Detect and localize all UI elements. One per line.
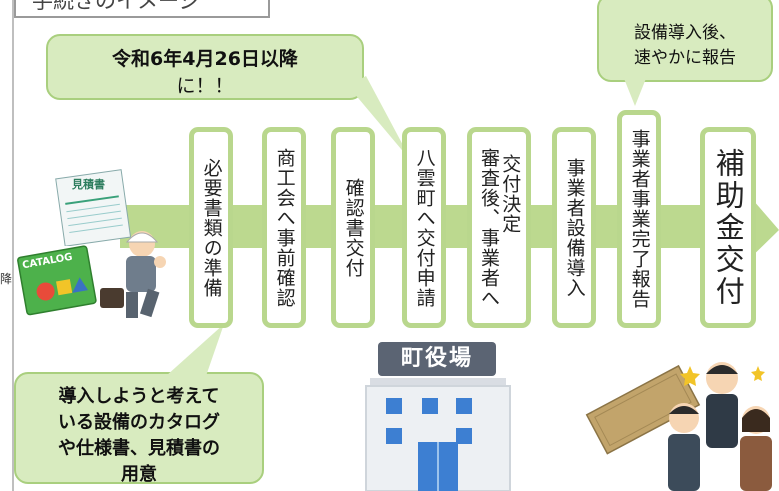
estimate-document-illustration (55, 169, 132, 246)
step-label: 商工会へ事前確認 (273, 147, 296, 308)
date-callout-line-2: に！！ (176, 75, 234, 97)
prepare-callout-line-1: 導入しようと考えて (58, 386, 220, 407)
prepare-callout-line-3: や仕様書、見積書の (58, 438, 220, 459)
step-label: 必要書類の準備 (200, 157, 223, 298)
step-label: 確認書交付 (342, 177, 365, 278)
businessman-illustration (100, 231, 166, 318)
step-subsidy-payment: 補助金交付 (700, 127, 756, 328)
step-label-col-2: 交付決定 (499, 154, 522, 234)
date-callout-tail (348, 76, 412, 162)
side-text: 降 (0, 272, 13, 286)
prepare-callout-line-2: いる設備のカタログ (58, 412, 220, 433)
date-callout-line-1: 令和6年4月26日以降 (112, 48, 298, 70)
diagram-title: 手続きのイメージ (14, 0, 270, 18)
left-border-line (12, 0, 14, 491)
estimate-label: 見積書 (72, 178, 105, 191)
report-callout: 設備導入後、 速やかに報告 (597, 0, 773, 106)
catalog-illustration (17, 245, 97, 316)
step-completion-report: 事業者事業完了報告 (617, 110, 661, 328)
step-grant-decision: 審査後、事業者へ 交付決定 (467, 127, 531, 328)
step-equipment-installation: 事業者設備導入 (552, 127, 596, 328)
prepare-callout: 導入しようと考えて いる設備のカタログ や仕様書、見積書の 用意 (14, 324, 264, 485)
step-label: 八雲町へ交付申請 (413, 147, 436, 308)
report-callout-line-2: 速やかに報告 (634, 48, 736, 68)
date-callout: 令和6年4月26日以降 に！！ (46, 34, 412, 162)
town-hall-sign: 町役場 (378, 342, 496, 376)
step-document-preparation: 必要書類の準備 (189, 127, 233, 328)
prepare-callout-line-4: 用意 (121, 464, 157, 485)
step-label: 補助金交付 (711, 147, 746, 308)
step-label-col-1: 審査後、事業者へ (478, 147, 500, 308)
report-callout-line-1: 設備導入後、 (634, 23, 736, 43)
step-label: 事業者事業完了報告 (628, 129, 651, 309)
step-confirmation-issued: 確認書交付 (331, 127, 375, 328)
celebrating-people-illustration (585, 362, 772, 491)
step-label: 事業者設備導入 (563, 157, 586, 298)
prepare-callout-tail (166, 324, 224, 376)
report-callout-tail (623, 76, 647, 106)
step-chamber-consultation: 商工会へ事前確認 (262, 127, 306, 328)
town-hall-building (365, 378, 511, 491)
step-grant-application: 八雲町へ交付申請 (402, 127, 446, 328)
